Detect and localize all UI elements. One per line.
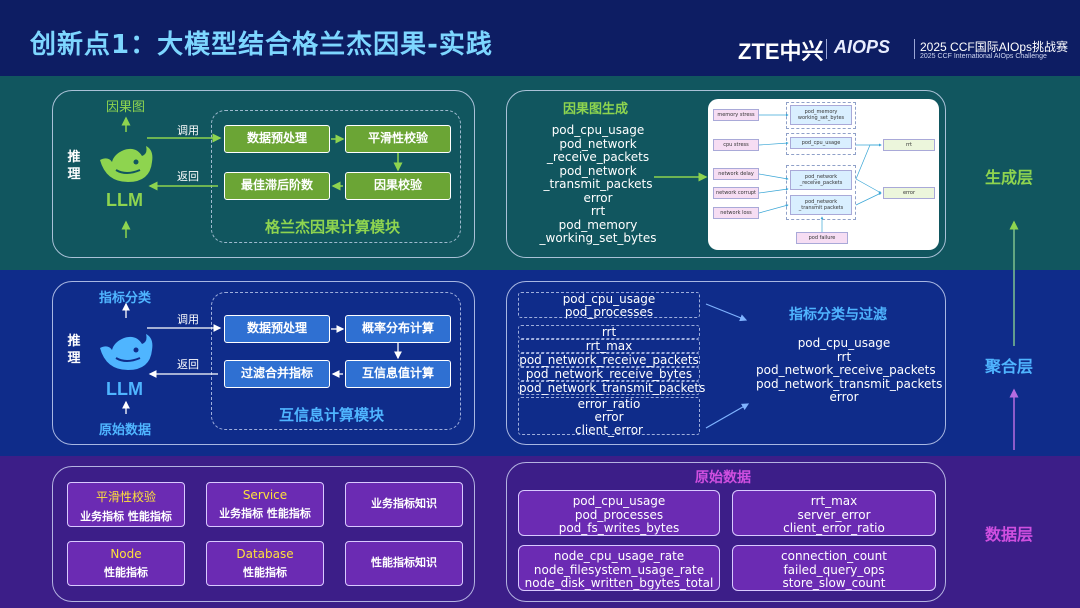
divider xyxy=(826,39,827,59)
call-label: 调用 xyxy=(177,313,199,326)
metric-item: pod_network xyxy=(559,136,637,151)
metric-group-row: pod_network_transmit_packets xyxy=(518,381,706,395)
granger-module-title: 格兰杰因果计算模块 xyxy=(265,218,401,236)
classification-output-label: 指标分类 xyxy=(99,291,152,306)
card-smoothness: 平滑性校验 业务指标 性能指标 xyxy=(67,482,185,527)
llm-label: LLM xyxy=(106,379,143,399)
metric-group-row: rrt xyxy=(518,325,700,339)
metric-item: error xyxy=(583,190,613,205)
mutual-info-reasoning-panel xyxy=(52,281,475,445)
metric-group-row: pod_network_receive_bytes xyxy=(518,367,700,381)
header: 创新点1：大模型结合格兰杰因果-实践 ZTE中兴 AIOPS 2025 CCF国… xyxy=(0,0,1080,76)
metric-item: rrt xyxy=(590,204,606,218)
card-business-knowledge: 业务指标知识 xyxy=(345,482,463,527)
divider xyxy=(914,39,915,59)
filtered-metric-list: pod_cpu_usage rrt pod_network_receive_pa… xyxy=(756,336,943,404)
raw-data-panel xyxy=(506,462,946,602)
raw-group-node: node_cpu_usage_rate node_filesystem_usag… xyxy=(518,545,720,591)
causal-graph-image: memory stress pod_memory working_set_byt… xyxy=(708,99,939,250)
step-preprocess: 数据预处理 xyxy=(224,125,330,153)
card-performance-knowledge: 性能指标知识 xyxy=(345,541,463,586)
graph-node: pod_network _transmit packets xyxy=(790,195,852,215)
llm-label: LLM xyxy=(106,190,143,210)
step-smoothness: 平滑性校验 xyxy=(345,125,451,153)
graph-node: cpu stress xyxy=(713,139,759,151)
metric-group-1: pod_cpu_usage pod_processes xyxy=(518,292,700,319)
card-node: Node 性能指标 xyxy=(67,541,185,586)
graph-node: rrt xyxy=(883,139,935,151)
graph-node: network loss xyxy=(713,207,759,219)
mutual-info-module-title: 互信息计算模块 xyxy=(279,406,385,424)
graph-node: pod_memory working_set_bytes xyxy=(790,105,852,125)
graph-node: network delay xyxy=(713,168,759,180)
step-preprocess: 数据预处理 xyxy=(224,315,330,343)
causal-metric-list: pod_cpu_usage pod_network _receive_packe… xyxy=(528,123,668,246)
step-filter-merge: 过滤合并指标 xyxy=(224,360,330,388)
causal-reasoning-panel xyxy=(52,90,475,258)
metric-item: _transmit_packets xyxy=(543,177,653,191)
metric-item: pod_network xyxy=(559,163,637,178)
raw-data-title: 原始数据 xyxy=(695,470,751,486)
reasoning-label: 推理 xyxy=(67,150,81,182)
graph-node: pod_cpu_usage xyxy=(790,137,852,149)
filter-title: 指标分类与过滤 xyxy=(789,307,887,323)
layer-data: 数据层 xyxy=(985,525,1034,544)
whale-icon xyxy=(100,146,153,182)
causal-graph-output-label: 因果图 xyxy=(106,100,146,115)
knowledge-panel xyxy=(52,466,475,602)
graph-node: pod failure xyxy=(796,232,848,244)
causal-graph-panel xyxy=(506,90,946,258)
raw-group-database: connection_count failed_query_ops store_… xyxy=(732,545,936,591)
return-label: 返回 xyxy=(177,358,199,371)
metric-item: _receive_packets xyxy=(546,150,650,164)
metric-filter-panel xyxy=(506,281,946,445)
event-title: 2025 CCF国际AIOps挑战赛 xyxy=(920,40,1069,54)
brand-logo: ZTE中兴 xyxy=(738,39,824,64)
call-label: 调用 xyxy=(177,124,199,137)
graph-edges xyxy=(758,113,882,232)
metric-group-3: error_ratio error client_error xyxy=(518,397,700,437)
event-subtitle: 2025 CCF International AIOps Challenge xyxy=(920,53,1047,60)
page-title: 创新点1：大模型结合格兰杰因果-实践 xyxy=(30,30,493,60)
aggregation-band xyxy=(0,270,1080,456)
whale-icon xyxy=(100,334,153,370)
product-logo: AIOPS xyxy=(834,37,891,57)
graph-title: 因果图生成 xyxy=(563,102,629,117)
metric-item: _working_set_bytes xyxy=(539,231,657,245)
raw-data-input-label: 原始数据 xyxy=(99,423,152,438)
raw-group-pod: pod_cpu_usage pod_processes pod_fs_write… xyxy=(518,490,720,536)
graph-node: pod_network _receive_packets xyxy=(790,170,852,190)
metric-group-row: rrt_max xyxy=(518,339,700,353)
metric-item: pod_cpu_usage xyxy=(551,123,645,137)
graph-group xyxy=(786,165,856,220)
mutual-info-module-frame xyxy=(211,292,461,430)
metric-group-row: pod_network_receive_packets xyxy=(518,353,700,367)
step-mutual-info: 互信息值计算 xyxy=(345,360,451,388)
layer-aggregation: 聚合层 xyxy=(985,357,1034,376)
reasoning-label: 推理 xyxy=(67,334,81,366)
graph-node: memory stress xyxy=(713,109,759,121)
metric-item: pod_memory xyxy=(558,217,638,232)
step-probability: 概率分布计算 xyxy=(345,315,451,343)
card-database: Database 性能指标 xyxy=(206,541,324,586)
graph-node: network corrupt xyxy=(713,187,759,199)
step-best-lag: 最佳滞后阶数 xyxy=(224,172,330,200)
step-causal-check: 因果校验 xyxy=(345,172,451,200)
raw-group-service: rrt_max server_error client_error_ratio xyxy=(732,490,936,536)
layer-generation: 生成层 xyxy=(985,168,1034,187)
graph-node: error xyxy=(883,187,935,199)
return-label: 返回 xyxy=(177,170,199,183)
granger-module-frame xyxy=(211,110,461,243)
card-service: Service 业务指标 性能指标 xyxy=(206,482,324,527)
